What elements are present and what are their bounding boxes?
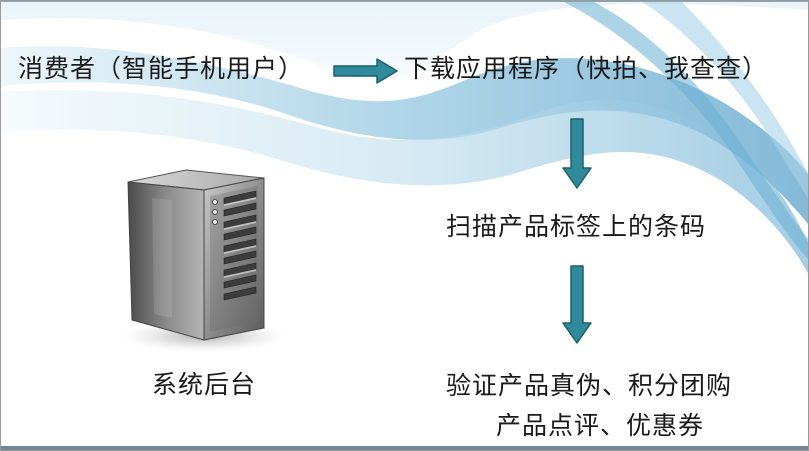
server-tower-icon (122, 169, 282, 352)
verify-line-1: 验证产品真伪、积分团购 (446, 371, 733, 400)
down-arrow-icon (562, 118, 592, 189)
down-arrow-icon (562, 265, 592, 344)
download-app-label: 下载应用程序（快拍、我查查） (404, 54, 769, 83)
backend-label: 系统后台 (152, 370, 257, 399)
right-arrow-icon (333, 58, 398, 84)
scan-barcode-label: 扫描产品标签上的条码 (446, 212, 707, 241)
consumer-label: 消费者（智能手机用户） (18, 54, 305, 83)
bottom-border (0, 446, 809, 451)
verify-line-2: 产品点评、优惠券 (496, 411, 705, 440)
top-border (0, 0, 809, 2)
